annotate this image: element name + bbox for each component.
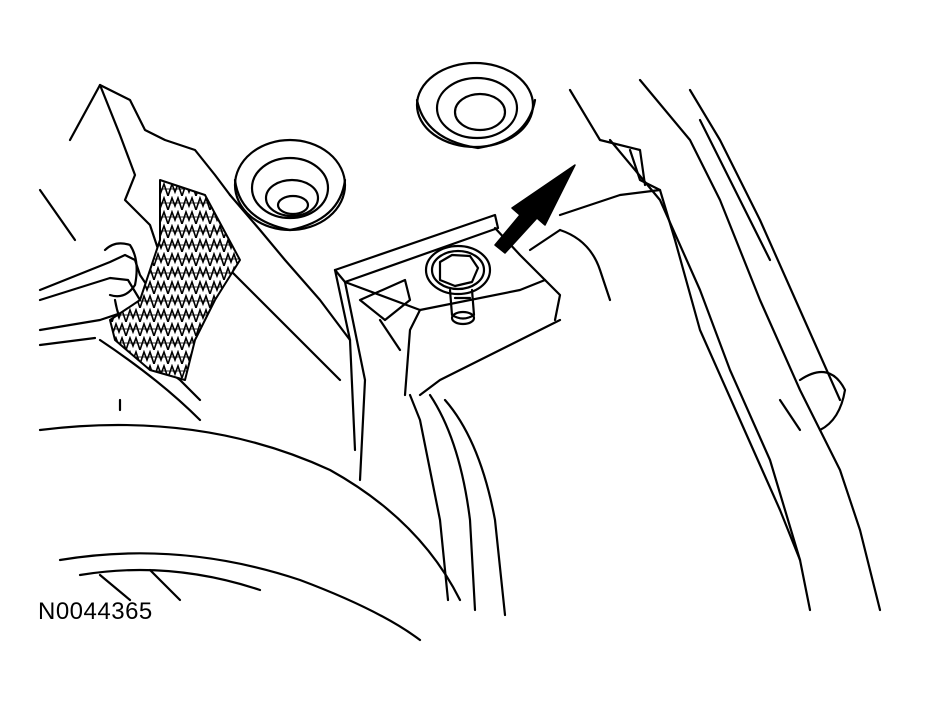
callout-arrow: [494, 164, 576, 254]
bolt-nut-fastener: [424, 244, 492, 326]
lower-housing: [38, 423, 462, 642]
grommet-left: [233, 138, 347, 232]
figure-code: N0044365: [38, 598, 153, 625]
right-panel-assembly: [528, 78, 882, 612]
left-panel-assembly: [38, 83, 352, 422]
mounting-bracket: [333, 213, 562, 617]
grommet-right: [415, 61, 537, 150]
